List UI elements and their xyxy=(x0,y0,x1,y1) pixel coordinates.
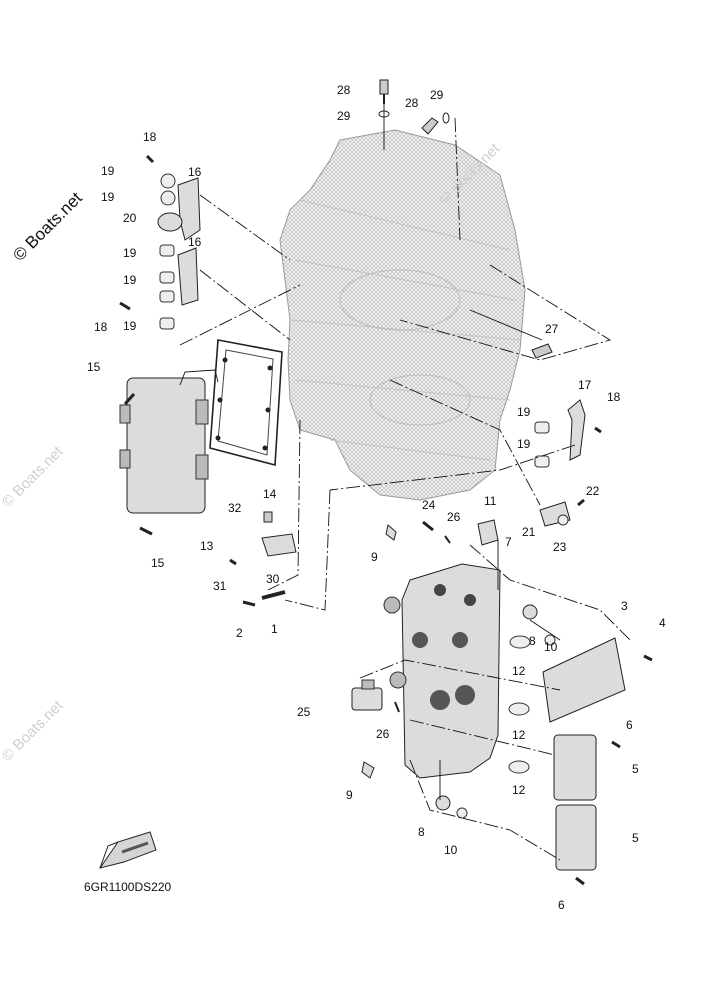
callout-15: 15 xyxy=(151,556,165,570)
watermark-faint: © Boats.net xyxy=(0,697,67,765)
module-3 xyxy=(542,637,626,723)
callout-10: 10 xyxy=(444,843,458,857)
callout-25: 25 xyxy=(297,705,311,719)
bracket-assembly-upper xyxy=(119,154,201,330)
callout-21: 21 xyxy=(522,525,536,539)
callout-14: 14 xyxy=(263,487,277,501)
callout-8: 8 xyxy=(529,634,536,648)
callout-16: 16 xyxy=(188,235,202,249)
bracket-right xyxy=(534,399,602,468)
callout-28: 28 xyxy=(337,83,351,97)
watermark-faint: © Boats.net xyxy=(0,443,67,511)
bracket-21 xyxy=(539,498,585,527)
callout-9: 9 xyxy=(371,550,378,564)
engine-block xyxy=(279,129,526,501)
callout-12: 12 xyxy=(512,728,526,742)
callout-19: 19 xyxy=(101,164,115,178)
callout-17: 17 xyxy=(578,378,592,392)
callout-15: 15 xyxy=(87,360,101,374)
small-fasteners xyxy=(123,392,653,886)
callout-7: 7 xyxy=(505,535,512,549)
watermark-main: © Boats.net xyxy=(9,188,86,265)
callout-30: 30 xyxy=(266,572,280,586)
callout-19: 19 xyxy=(517,437,531,451)
callout-27: 27 xyxy=(545,322,559,336)
callout-28: 28 xyxy=(405,96,419,110)
callout-20: 20 xyxy=(123,211,137,225)
callout-32: 32 xyxy=(228,501,242,515)
callout-22: 22 xyxy=(586,484,600,498)
callout-12: 12 xyxy=(512,783,526,797)
callout-19: 19 xyxy=(101,190,115,204)
clamps-and-grommets xyxy=(435,519,556,819)
callout-4: 4 xyxy=(659,616,666,630)
diagram-code: 6GR1100DS220 xyxy=(84,880,171,894)
sensor-27 xyxy=(531,343,553,359)
callout-8: 8 xyxy=(418,825,425,839)
callout-5: 5 xyxy=(632,831,639,845)
callout-19: 19 xyxy=(517,405,531,419)
electrical-cover-plate xyxy=(383,563,501,779)
module-5-upper xyxy=(553,734,597,801)
callout-6: 6 xyxy=(626,718,633,732)
callout-29: 29 xyxy=(430,88,444,102)
callout-3: 3 xyxy=(621,599,628,613)
callouts: 28 29 28 29 18 19 19 16 20 16 19 19 18 1… xyxy=(87,83,666,912)
callout-9: 9 xyxy=(346,788,353,802)
callout-6: 6 xyxy=(558,898,565,912)
relay-25 xyxy=(351,679,383,711)
callout-12: 12 xyxy=(512,664,526,678)
front-arrow-icon xyxy=(98,831,157,869)
callout-19: 19 xyxy=(123,273,137,287)
callout-24: 24 xyxy=(422,498,436,512)
callout-26: 26 xyxy=(447,510,461,524)
callout-19: 19 xyxy=(123,246,137,260)
callout-2: 2 xyxy=(236,626,243,640)
callout-19: 19 xyxy=(123,319,137,333)
ecu-unit-left xyxy=(119,369,219,514)
callout-11: 11 xyxy=(484,494,497,508)
callout-26: 26 xyxy=(376,727,390,741)
callout-18: 18 xyxy=(607,390,621,404)
callout-13: 13 xyxy=(200,539,214,553)
callout-18: 18 xyxy=(143,130,157,144)
callout-5: 5 xyxy=(632,762,639,776)
callout-16: 16 xyxy=(188,165,202,179)
leader-lines xyxy=(179,95,631,861)
callout-31: 31 xyxy=(213,579,227,593)
module-5-lower xyxy=(555,804,597,871)
callout-10: 10 xyxy=(544,640,558,654)
callout-1: 1 xyxy=(271,622,278,636)
callout-23: 23 xyxy=(553,540,567,554)
callout-29: 29 xyxy=(337,109,351,123)
gasket xyxy=(209,339,283,467)
callout-18: 18 xyxy=(94,320,108,334)
